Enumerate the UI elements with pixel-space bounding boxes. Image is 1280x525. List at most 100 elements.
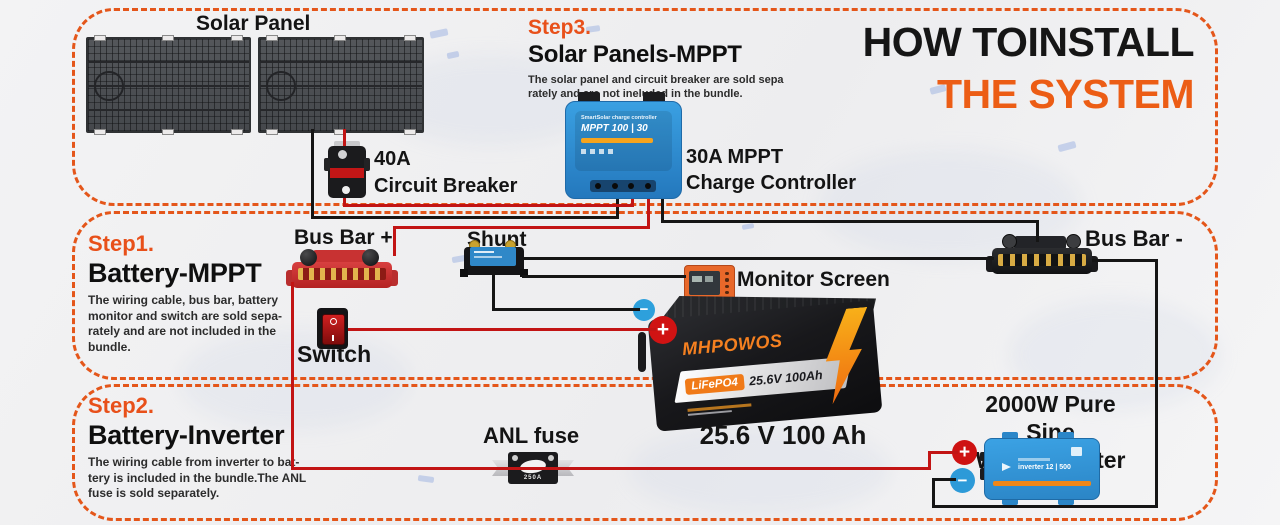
panel-divider xyxy=(260,108,422,111)
busbar-terminals xyxy=(298,268,386,280)
switch-on-mark xyxy=(332,335,334,341)
wire-shunt-to-battery-negative xyxy=(492,273,495,311)
terminal-screw xyxy=(628,183,635,189)
circuit-breaker-label: 40A Circuit Breaker xyxy=(374,146,517,200)
battery-spec-text: 25.6V 100Ah xyxy=(748,367,823,388)
inverter-display xyxy=(1071,447,1082,456)
switch-label: Switch xyxy=(297,341,372,367)
step2-description: The wiring cable from inverter to bat- t… xyxy=(88,455,307,501)
section-box-solar xyxy=(72,8,1218,206)
busbar-tab xyxy=(1088,256,1098,272)
wire-panel-negative xyxy=(616,199,619,219)
shunt-face-mark xyxy=(474,256,502,258)
panel-junction-icon xyxy=(266,71,296,101)
inverter-mount-tab xyxy=(1002,432,1018,440)
step1-description: The wiring cable, bus bar, battery monit… xyxy=(88,293,283,355)
panel-junction-icon xyxy=(94,71,124,101)
inverter-logo-icon xyxy=(1002,463,1011,471)
monitor-buttons xyxy=(725,272,729,294)
step3-block: Step3. Solar Panels-MPPT The solar panel… xyxy=(528,16,788,101)
wire-mppt-battery-positive xyxy=(393,226,396,256)
breaker-red-band xyxy=(330,168,364,178)
terminal-screw xyxy=(595,183,602,189)
panel-mount-tab xyxy=(266,129,278,135)
mppt-controller-device: SmartSolar charge controller MPPT 100 | … xyxy=(565,101,682,199)
mppt-top-connector xyxy=(643,92,665,103)
battery-caption: 25.6 V 100 Ah xyxy=(699,420,867,450)
busbar-dome-cap xyxy=(362,249,379,266)
panel-mount-tab xyxy=(94,129,106,135)
monitor-lcd xyxy=(689,271,720,295)
wire-shunt-to-battery-negative xyxy=(492,308,640,311)
battery-handle xyxy=(638,332,646,372)
step2-heading: Battery-Inverter xyxy=(88,420,285,451)
wire-panel-negative xyxy=(311,129,314,219)
monitor-button-icon xyxy=(725,284,729,288)
mppt-terminal-strip xyxy=(590,180,656,192)
cert-mark-icon xyxy=(599,149,604,154)
panel-mount-tab xyxy=(404,129,416,135)
terminal-screw xyxy=(611,183,618,189)
breaker-screw xyxy=(338,150,347,159)
step3-label: Step3. xyxy=(528,16,592,39)
panel-divider xyxy=(88,61,249,64)
fuse-screw xyxy=(548,455,554,461)
busbar-tab xyxy=(286,270,296,286)
wire-mppt-battery-negative xyxy=(661,199,664,223)
mppt-model-text: MPPT 100 | 30 xyxy=(581,123,648,134)
wire-fuse-line-positive xyxy=(928,452,931,470)
wire-mppt-battery-negative xyxy=(661,220,1039,223)
cert-mark-icon xyxy=(590,149,595,154)
monitor-button-icon xyxy=(725,272,729,276)
circuit-breaker-device xyxy=(322,140,372,202)
page-title: HOW TOINSTALL THE SYSTEM xyxy=(862,16,1195,121)
mppt-top-connector xyxy=(578,92,600,103)
mppt-orange-stripe xyxy=(581,138,653,143)
wire-inverter-negative xyxy=(934,478,956,481)
mppt-label-line2: Charge Controller xyxy=(686,172,857,194)
panel-mount-tab xyxy=(162,129,174,135)
breaker-reset-button xyxy=(342,186,350,194)
monitor-button-icon xyxy=(725,278,729,282)
bus-bar-plus-device xyxy=(284,246,402,294)
busbar-tab xyxy=(986,256,996,272)
wire-breaker-positive xyxy=(631,199,634,207)
mppt-certification-marks xyxy=(581,149,627,154)
wire-busbar-minus-to-inverter xyxy=(1155,261,1158,508)
wire-breaker-positive xyxy=(343,198,346,207)
circuit-breaker-label-line2: Circuit Breaker xyxy=(374,175,518,197)
bus-bar-minus-device xyxy=(984,230,1102,276)
solar-panel-label: Solar Panel xyxy=(196,12,311,35)
inverter-mount-tab xyxy=(1058,497,1074,505)
wire-breaker-positive xyxy=(343,204,634,207)
switch-device xyxy=(317,308,348,349)
background-blob xyxy=(630,425,890,515)
page-title-line2: THE SYSTEM xyxy=(937,71,1194,118)
wire-inverter-negative xyxy=(932,505,1158,508)
cert-mark-icon xyxy=(608,149,613,154)
battery-minus-terminal-icon: − xyxy=(633,299,655,321)
panel-divider xyxy=(260,61,422,64)
monitor-digits xyxy=(692,276,702,282)
busbar-bolt xyxy=(1066,234,1081,249)
wire-shunt-to-busbar-minus xyxy=(522,257,994,260)
breaker-ear xyxy=(364,158,370,171)
lightning-bolt-icon xyxy=(817,307,875,405)
wire-busbar-plus-down xyxy=(291,282,294,470)
battery-spec-band: LiFePO4 25.6V 100Ah xyxy=(674,356,852,404)
page-title-line1: HOW TOINSTALL xyxy=(862,19,1195,65)
shunt-foot xyxy=(520,269,528,277)
inverter-subtext-bar xyxy=(1018,458,1050,461)
busbar-dome-cap xyxy=(300,249,317,266)
cert-mark-icon xyxy=(581,149,586,154)
inverter-knob xyxy=(980,468,987,480)
wire-shunt-to-monitor xyxy=(522,275,686,278)
monitor-label: Monitor Screen xyxy=(737,268,890,291)
battery-chemistry-badge: LiFePO4 xyxy=(684,373,745,395)
mppt-label: 30A MPPT Charge Controller xyxy=(686,144,856,196)
wire-panel-positive xyxy=(343,129,346,146)
panel-mount-tab xyxy=(162,35,174,41)
section-box-battery-mppt xyxy=(72,211,1218,380)
busbar-bolt xyxy=(1002,234,1017,249)
